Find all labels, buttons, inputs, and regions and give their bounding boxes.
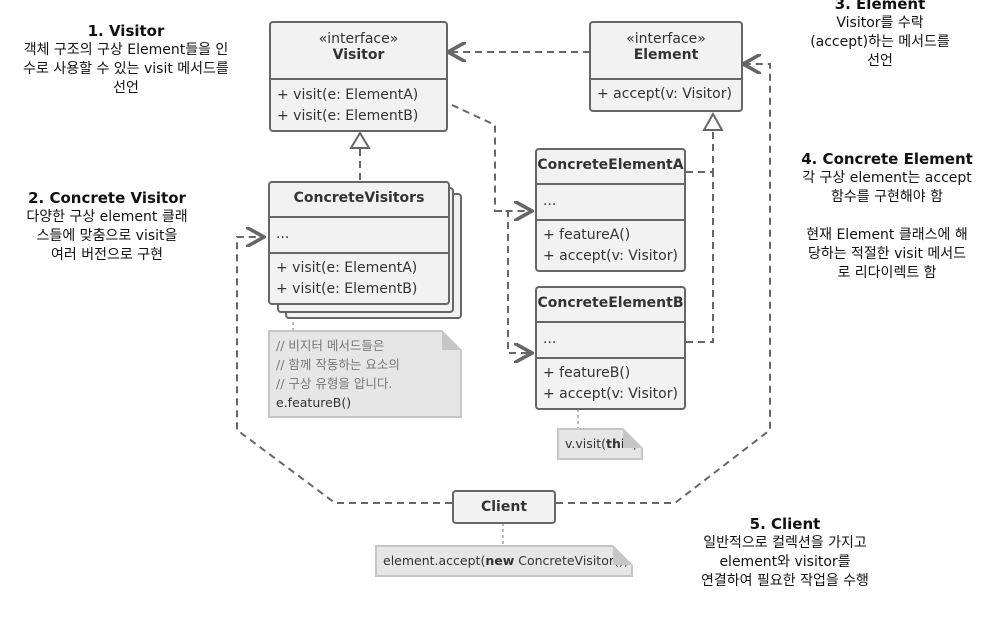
- note-line: element.accept(new ConcreteVisitor()): [383, 551, 629, 570]
- visitor-method: + visit(e: ElementA): [277, 87, 419, 103]
- annotation-line: 스들에 맞춤으로 visit을: [36, 228, 178, 244]
- note-line: // 비지터 메서드들은: [276, 338, 385, 353]
- annotation-visitor-head: 1. Visitor: [87, 22, 165, 40]
- element-realization-arrowhead: [702, 111, 724, 131]
- annotation-line: 함수를 구현해야 함: [831, 189, 943, 205]
- annotation-element: 3. Element Visitor를 수락 (accept)하는 메서드를 선…: [790, 0, 970, 71]
- client-note: element.accept(new ConcreteVisitor()): [375, 545, 633, 577]
- client-to-element-association: [556, 64, 771, 504]
- visitor-class-name: Visitor: [332, 47, 385, 63]
- annotation-line: 당하는 적절한 visit 메서드: [807, 246, 967, 262]
- concrete-element-a-class-name: ConcreteElementA: [537, 157, 684, 173]
- annotation-line: (accept)하는 메서드를: [810, 34, 950, 50]
- visitor-note: // 비지터 메서드들은 // 함께 작동하는 요소의 // 구상 유형을 압니…: [268, 330, 462, 418]
- annotation-line: 다양한 구상 element 클래: [26, 209, 188, 225]
- concrete-element-a-method: + featureA(): [543, 227, 631, 243]
- annotation-line: Visitor를 수락: [836, 15, 924, 31]
- annotation-line: 여러 버전으로 구현: [51, 247, 163, 263]
- annotation-concrete-visitor: 2. Concrete Visitor 다양한 구상 element 클래 스들…: [2, 189, 212, 265]
- concrete-visitors-method: + visit(e: ElementA): [276, 260, 418, 276]
- concrete-element-b-class-name: ConcreteElementB: [537, 295, 684, 311]
- annotation-element-head: 3. Element: [834, 0, 926, 13]
- client-box: Client: [452, 490, 556, 524]
- concrete-element-b-method: + featureB(): [543, 365, 631, 381]
- concrete-element-b-field: ...: [543, 331, 557, 347]
- visitor-method: + visit(e: ElementB): [277, 108, 419, 124]
- annotation-line: 수로 사용할 수 있는 visit 메서드를: [23, 61, 229, 77]
- annotation-client-head: 5. Client: [749, 515, 821, 533]
- element-b-realization: [686, 172, 714, 343]
- annotation-line: 로 리다이렉트 함: [837, 265, 937, 281]
- note-keyword: new: [485, 553, 515, 568]
- note-line: // 함께 작동하는 요소의: [276, 357, 400, 372]
- annotation-spacer: [776, 207, 998, 226]
- visitor-to-element-b-dependency: [495, 210, 532, 353]
- visitor-to-element-a-dependency: [451, 104, 532, 211]
- element-a-realization: [686, 130, 714, 173]
- annotation-concrete-element: 4. Concrete Element 각 구상 element는 accept…: [776, 150, 998, 283]
- note-text: element.accept(: [383, 553, 486, 568]
- element-note: v.visit(this): [557, 428, 643, 460]
- annotation-concrete-visitor-head: 2. Concrete Visitor: [28, 189, 186, 207]
- concrete-element-b-method: + accept(v: Visitor): [543, 386, 678, 402]
- element-method: + accept(v: Visitor): [597, 86, 732, 102]
- client-class-name: Client: [480, 499, 528, 515]
- note-text: v.visit(: [565, 436, 607, 451]
- concrete-visitors-field: ...: [276, 226, 290, 242]
- element-class-name: Element: [633, 47, 699, 63]
- note-fold-corner: [613, 545, 633, 565]
- client-to-visitors-association: [236, 237, 452, 504]
- note-line: e.featureB(): [276, 395, 352, 410]
- note-fold-corner: [442, 330, 462, 350]
- note-text: ConcreteVisitor()): [514, 553, 629, 568]
- visitor-realization-arrowhead: [349, 131, 371, 149]
- annotation-line: 선언: [113, 80, 139, 96]
- annotation-line: 객체 구조의 구상 Element들을 인: [23, 42, 229, 58]
- visitor-stereotype: «interface»: [318, 31, 399, 47]
- element-stereotype: «interface»: [626, 31, 706, 47]
- annotation-line: 선언: [867, 53, 893, 69]
- annotation-client: 5. Client 일반적으로 컬렉션을 가지고 element와 visito…: [680, 515, 890, 591]
- note-line: // 구상 유형을 압니다.: [276, 376, 393, 391]
- annotation-visitor: 1. Visitor 객체 구조의 구상 Element들을 인 수로 사용할 …: [0, 22, 252, 98]
- annotation-line: element와 visitor를: [719, 554, 851, 570]
- annotation-line: 현재 Element 클래스에 해: [806, 227, 968, 243]
- concrete-visitors-class-name: ConcreteVisitors: [293, 190, 425, 206]
- element-interface-box: «interface» Element + accept(v: Visitor): [589, 21, 743, 112]
- annotation-concrete-element-head: 4. Concrete Element: [801, 150, 973, 168]
- annotation-line: 연결하여 필요한 작업을 수행: [701, 573, 869, 589]
- concrete-element-a-method: + accept(v: Visitor): [543, 248, 678, 264]
- concrete-element-b-box: ConcreteElementB ... + featureB() + acce…: [535, 286, 686, 410]
- concrete-visitors-box: ConcreteVisitors ... + visit(e: ElementA…: [268, 181, 450, 305]
- annotation-line: 각 구상 element는 accept: [802, 170, 972, 186]
- concrete-element-a-box: ConcreteElementA ... + featureA() + acce…: [535, 148, 686, 272]
- visitor-interface-box: «interface» Visitor + visit(e: ElementA)…: [269, 21, 448, 132]
- note-fold-corner: [623, 428, 643, 448]
- concrete-element-a-field: ...: [543, 193, 557, 209]
- concrete-visitors-method: + visit(e: ElementB): [276, 281, 418, 297]
- annotation-line: 일반적으로 컬렉션을 가지고: [703, 535, 867, 551]
